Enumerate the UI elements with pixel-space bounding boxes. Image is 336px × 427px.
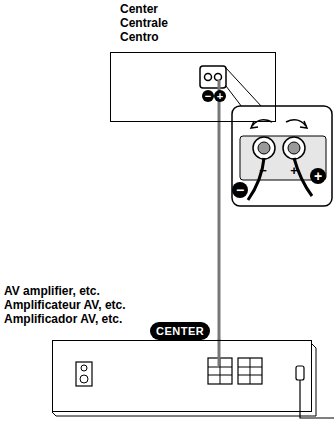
wire-line [218,122,221,340]
polarity-sign: − [256,164,270,178]
polarity-mark: − [202,90,214,102]
amplifier-box: AV amplifier, etc. Amplificateur AV, etc… [4,284,312,412]
heading-text: AV amplifier, etc. Amplificateur AV, etc… [4,284,174,326]
polarity-sign: + [287,164,301,178]
polarity-mark: + [214,90,226,102]
heading-text: Center Centrale Centro [110,2,192,44]
polarity-mark: + [310,168,326,184]
terminal-badge: CENTER [150,322,210,340]
outline [110,52,276,122]
speaker-box: Center Centrale Centro [110,2,276,122]
outline [52,340,312,412]
badge-text: CENTER [156,324,204,338]
speaker-wire [219,122,220,340]
polarity-mark: − [232,182,248,198]
